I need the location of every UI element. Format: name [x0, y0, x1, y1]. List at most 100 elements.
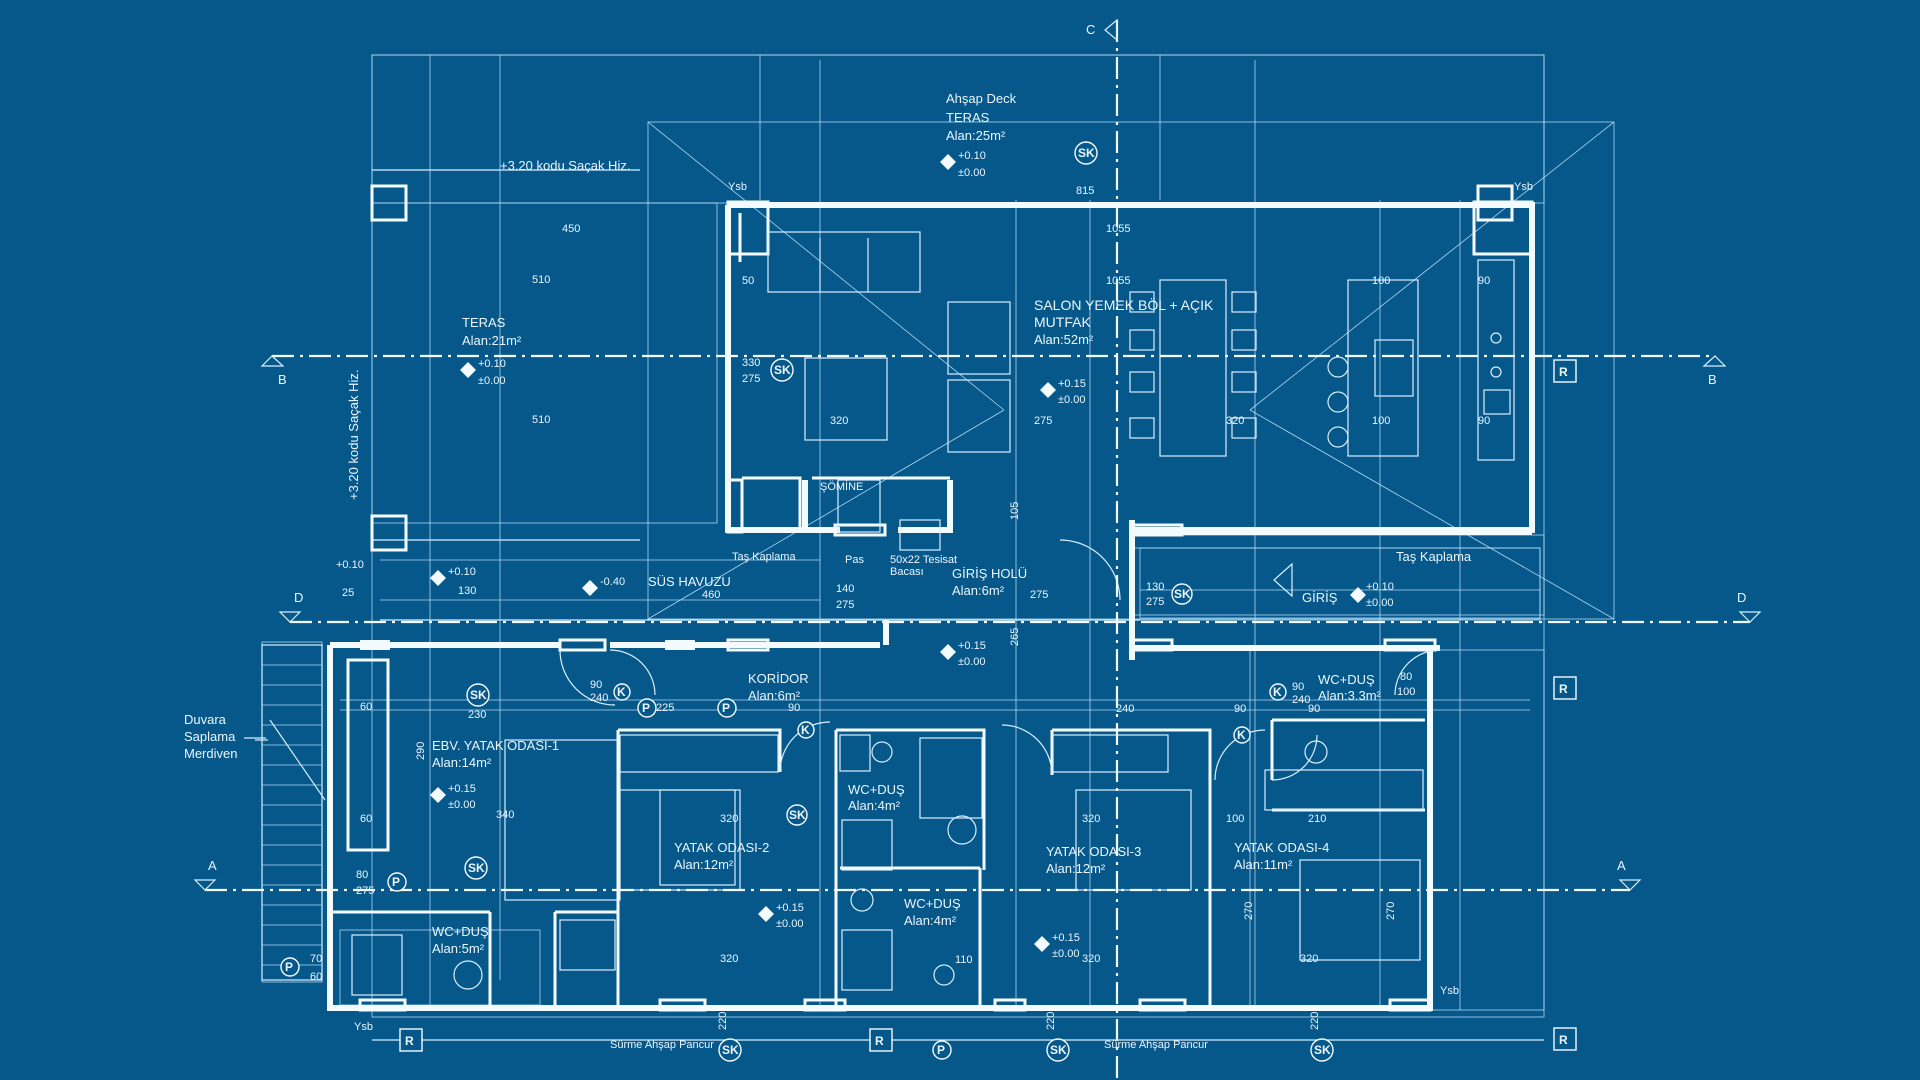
svg-text:320: 320	[720, 953, 738, 965]
svg-text:105: 105	[1009, 502, 1021, 520]
svg-text:SK: SK	[789, 808, 806, 822]
svg-text:100: 100	[1372, 415, 1390, 427]
r-marker-1: R	[1553, 359, 1577, 383]
svg-text:P: P	[392, 875, 400, 889]
svg-text:R: R	[405, 1034, 414, 1048]
svg-text:+0.15: +0.15	[776, 902, 804, 914]
axis-b-right-label: B	[1708, 372, 1717, 387]
ebv-yatak-area: Alan:14m²	[432, 755, 492, 770]
r-marker-5: R	[869, 1028, 893, 1052]
svg-text:90: 90	[1478, 275, 1490, 287]
svg-text:240: 240	[1116, 703, 1134, 715]
level-marker-yatak-3: +0.15 ±0.00	[1034, 932, 1080, 960]
svg-text:+0.15: +0.15	[448, 783, 476, 795]
svg-text:+0.15: +0.15	[958, 640, 986, 652]
svg-text:220: 220	[1045, 1012, 1057, 1030]
level-marker-pool: -0.40	[582, 576, 625, 596]
yatak-2-area: Alan:12m²	[674, 857, 734, 872]
sk-marker-giris: SK	[1171, 583, 1193, 605]
dimension-labels: 330 275 320 275 320 100 90 100 90 1055 1…	[310, 185, 1490, 1030]
r-marker-4: R	[399, 1028, 423, 1052]
yatak-3-name: YATAK ODASI-3	[1046, 844, 1141, 859]
sus-havuzu-label: SÜS HAVUZU	[648, 574, 731, 589]
koridor-area: Alan:6m²	[748, 688, 801, 703]
surme-left-note: Sürme Ahşap Pancur	[610, 1039, 714, 1051]
axis-d-left-label: D	[294, 590, 303, 605]
sk-marker-bottom-2: SK	[1046, 1038, 1070, 1062]
sk-marker-bottom-3: SK	[1310, 1038, 1334, 1062]
svg-text:220: 220	[1309, 1012, 1321, 1030]
axis-c-label: C	[1086, 22, 1095, 37]
wc-d-name: WC+DUŞ	[432, 924, 489, 939]
teras-top-name: TERAS	[946, 110, 990, 125]
svg-text:R: R	[1559, 682, 1568, 696]
wc-b-name: WC+DUŞ	[848, 782, 905, 797]
svg-text:±0.00: ±0.00	[958, 167, 985, 179]
k-marker-2: K	[797, 721, 815, 739]
p-marker-1: P	[637, 698, 657, 718]
svg-text:K: K	[1237, 728, 1246, 742]
axis-a-left-label: A	[208, 858, 217, 873]
duvara-line1: Duvara	[184, 712, 227, 727]
svg-text:60: 60	[360, 813, 372, 825]
ysb-bottom-left: Ysb	[354, 1021, 373, 1033]
svg-text:275: 275	[836, 599, 854, 611]
svg-text:60: 60	[360, 701, 372, 713]
pas-label: Pas	[845, 554, 864, 566]
ysb-top-right: Ysb	[1514, 181, 1533, 193]
svg-text:320: 320	[1082, 813, 1100, 825]
svg-text:450: 450	[562, 223, 580, 235]
somine-label: ŞÖMİNE	[820, 480, 863, 493]
svg-text:SK: SK	[1314, 1043, 1331, 1057]
sacak-left-note: +3.20 kodu Saçak Hiz.	[346, 370, 361, 500]
teras-left-area: Alan:21m²	[462, 333, 522, 348]
tesisat-line2: Bacası	[890, 566, 924, 578]
sk-marker-bottom-1: SK	[718, 1038, 742, 1062]
sk-marker-teras: SK	[1074, 141, 1098, 165]
tesisat-line1: 50x22 Tesisat	[890, 554, 957, 566]
svg-text:225: 225	[656, 702, 674, 714]
level-marker-giris: +0.10 ±0.00	[1350, 581, 1394, 609]
svg-text:275: 275	[1030, 589, 1048, 601]
svg-text:±0.00: ±0.00	[1058, 394, 1085, 406]
thin-linework	[340, 54, 1615, 1041]
svg-text:815: 815	[1076, 185, 1094, 197]
tas-kaplama-right: Taş Kaplama	[1396, 549, 1472, 564]
svg-text:460: 460	[702, 589, 720, 601]
svg-text:100: 100	[1397, 686, 1415, 698]
p-marker-3: P	[387, 872, 407, 892]
svg-text:R: R	[1559, 365, 1568, 379]
svg-text:SK: SK	[722, 1043, 739, 1057]
svg-text:320: 320	[830, 415, 848, 427]
svg-text:320: 320	[1300, 953, 1318, 965]
p-marker-4: P	[280, 957, 300, 977]
axis-d-right-label: D	[1737, 590, 1746, 605]
svg-text:+0.10: +0.10	[958, 150, 986, 162]
svg-text:SK: SK	[470, 688, 487, 702]
svg-text:100: 100	[1226, 813, 1244, 825]
svg-text:±0.00: ±0.00	[776, 918, 803, 930]
svg-text:1055: 1055	[1106, 275, 1130, 287]
wc-a-name: WC+DUŞ	[1318, 672, 1375, 687]
yatak-2-name: YATAK ODASI-2	[674, 840, 769, 855]
svg-text:130: 130	[1146, 581, 1164, 593]
svg-text:275: 275	[742, 373, 760, 385]
level-marker-koridor: +0.15 ±0.00	[940, 640, 986, 668]
svg-text:±0.00: ±0.00	[448, 799, 475, 811]
p-marker-2: P	[717, 698, 737, 718]
svg-text:230: 230	[468, 709, 486, 721]
svg-text:60: 60	[310, 971, 322, 983]
svg-text:SK: SK	[774, 363, 791, 377]
axis-a-right-label: A	[1617, 858, 1626, 873]
svg-text:±0.00: ±0.00	[478, 375, 505, 387]
svg-text:240: 240	[1292, 694, 1310, 706]
svg-text:P: P	[722, 701, 730, 715]
wc-d-area: Alan:5m²	[432, 941, 485, 956]
svg-text:275: 275	[356, 885, 374, 897]
tas-kaplama-left: Taş Kaplama	[732, 551, 796, 563]
furniture	[351, 231, 1515, 996]
sk-marker-yatak-2: SK	[786, 804, 808, 826]
svg-text:275: 275	[1034, 415, 1052, 427]
giris-holu-area: Alan:6m²	[952, 583, 1005, 598]
svg-text:320: 320	[1226, 415, 1244, 427]
